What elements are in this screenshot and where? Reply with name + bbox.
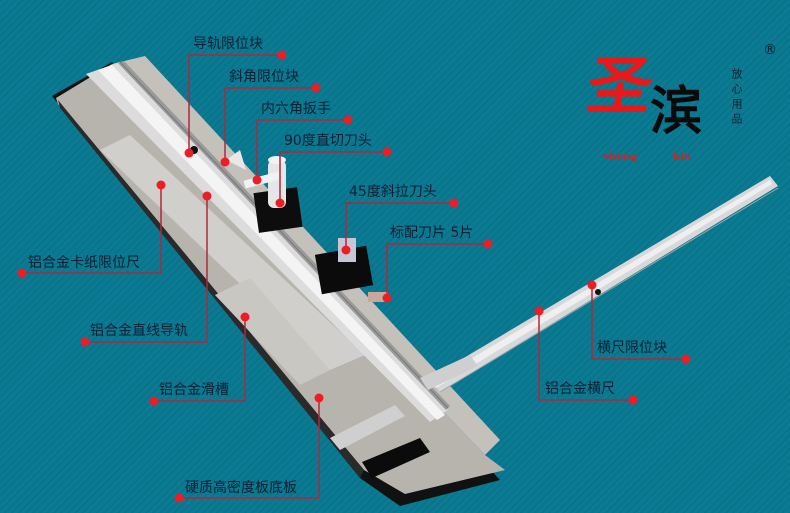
registered-trademark-icon: ® bbox=[763, 42, 777, 58]
logo-slogan: 放心用品 bbox=[730, 68, 743, 128]
label-base-board: 硬质高密度板底板 bbox=[185, 480, 297, 496]
label-cross-ruler-stop: 横尺限位块 bbox=[597, 340, 667, 356]
label-bevel-cutter-head: 45度斜拉刀头 bbox=[349, 184, 437, 200]
logo-pinyin-sheng: sheng bbox=[603, 152, 638, 163]
label-hex-wrench: 内六角扳手 bbox=[261, 101, 331, 117]
label-spare-blades: 标配刀片 5片 bbox=[390, 225, 474, 241]
label-cross-ruler: 铝合金横尺 bbox=[545, 381, 615, 397]
logo-pinyin-bin: bin bbox=[673, 152, 691, 163]
label-slide-channel: 铝合金滑槽 bbox=[159, 382, 229, 398]
logo-char-bin: 滨 bbox=[650, 81, 703, 142]
label-linear-guide-rail: 铝合金直线导轨 bbox=[90, 323, 188, 339]
brand-logo: 圣 滨 sheng bin ® 放心用品 bbox=[583, 42, 777, 172]
label-bevel-stop-block: 斜角限位块 bbox=[229, 69, 299, 85]
logo-char-sheng: 圣 bbox=[582, 49, 658, 124]
label-straight-cutter-head: 90度直切刀头 bbox=[284, 133, 372, 149]
handle-shape bbox=[362, 438, 430, 478]
paper-clamp-ruler-shape bbox=[100, 135, 365, 370]
label-rail-stop-block: 导轨限位块 bbox=[193, 36, 263, 52]
label-paper-clamp-ruler: 铝合金卡纸限位尺 bbox=[28, 255, 140, 271]
dot-rail-stop-block bbox=[184, 148, 194, 158]
